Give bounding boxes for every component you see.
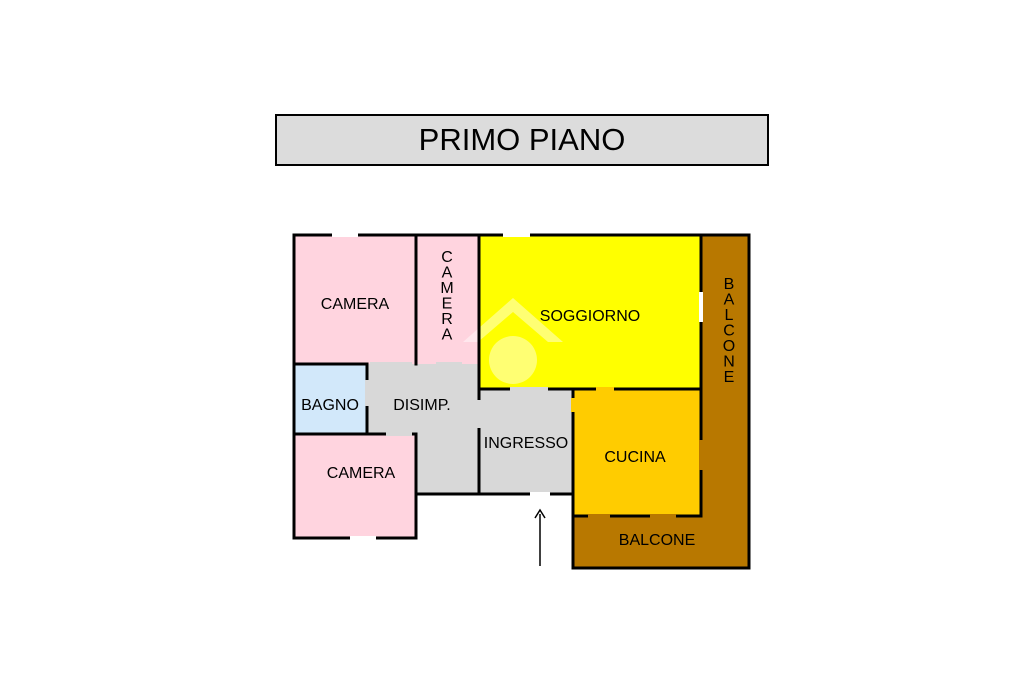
label-bagno: BAGNO [301,397,359,414]
page-title: PRIMO PIANO [275,114,769,166]
room-ingresso [479,389,573,494]
arrow-up-icon [534,508,546,566]
label-camera-top: CAMERA [321,296,390,313]
door-openings [332,233,703,540]
room-camera-narrow [416,235,479,364]
label-camera-bottom: CAMERA [327,465,396,482]
label-soggiorno: SOGGIORNO [540,308,640,325]
room-disimpegno [367,364,479,494]
label-balcone-bottom: BALCONE [619,532,695,549]
room-cucina [573,389,701,516]
label-ingresso: INGRESSO [484,435,568,452]
room-soggiorno [479,235,701,389]
watermark-logo [463,298,563,384]
label-cucina: CUCINA [604,449,666,466]
room-camera-bottom [294,434,416,538]
label-disimpegno: DISIMP. [393,397,451,414]
room-camera-top [294,235,416,364]
room-balcone [573,235,749,568]
room-bagno [294,364,367,434]
door-openings-interior [365,362,703,518]
